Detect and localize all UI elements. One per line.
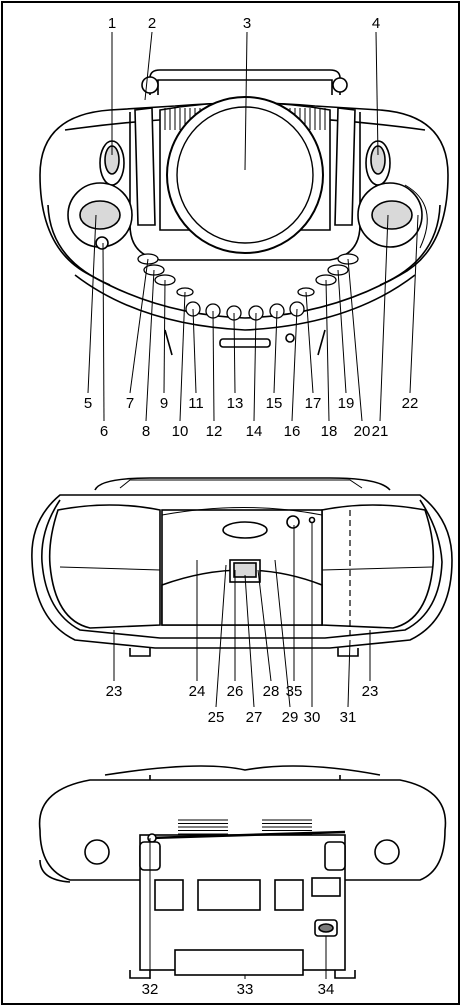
- top-label: 8: [142, 423, 150, 440]
- top-leader-line: [375, 31, 379, 156]
- top-label: 20: [354, 423, 371, 440]
- top-label: 3: [243, 15, 251, 32]
- top-leaders: [87, 31, 419, 422]
- front-label: 23: [362, 683, 379, 700]
- top-label: 2: [148, 15, 156, 32]
- front-leader-line: [274, 559, 291, 708]
- top-label: 22: [402, 395, 419, 412]
- top-leader-line: [291, 308, 298, 422]
- front-leader-line: [215, 564, 227, 708]
- top-leader-line: [163, 279, 166, 394]
- top-label: 15: [266, 395, 283, 412]
- top-label: 16: [284, 423, 301, 440]
- top-label: 17: [305, 395, 322, 412]
- top-label: 9: [160, 395, 168, 412]
- top-leader-line: [409, 214, 419, 394]
- back-view: [38, 765, 447, 979]
- back-label: 32: [142, 981, 159, 998]
- top-label: 10: [172, 423, 189, 440]
- front-view: [31, 477, 453, 657]
- top-label: 13: [227, 395, 244, 412]
- top-label: 18: [321, 423, 338, 440]
- front-label: 35: [286, 683, 303, 700]
- back-labels: 32 33 34: [142, 981, 335, 998]
- top-leader-line: [347, 258, 363, 422]
- front-leader-line: [347, 639, 351, 708]
- top-label: 1: [108, 15, 116, 32]
- back-leaders: [149, 838, 327, 979]
- top-leader-line: [144, 31, 153, 101]
- top-leader-line: [379, 214, 389, 422]
- top-leader-line: [145, 269, 155, 422]
- top-label: 21: [372, 423, 389, 440]
- front-label: 25: [208, 709, 225, 726]
- front-leader-line: [244, 574, 255, 708]
- front-label: 27: [246, 709, 263, 726]
- front-label: 31: [340, 709, 357, 726]
- front-label: 28: [263, 683, 280, 700]
- top-leader-line: [129, 258, 149, 394]
- top-leader-line: [233, 312, 236, 394]
- front-label: 24: [189, 683, 206, 700]
- top-leader-line: [212, 310, 215, 422]
- top-leader-line: [337, 269, 347, 394]
- top-label: 6: [100, 423, 108, 440]
- top-leader-line: [192, 308, 197, 394]
- top-leader-line: [325, 279, 330, 422]
- top-leader-line: [253, 312, 257, 422]
- top-leader-line: [305, 291, 314, 394]
- top-leader-line: [102, 242, 105, 422]
- back-label: 33: [237, 981, 254, 998]
- front-label: 29: [282, 709, 299, 726]
- front-label: 23: [106, 683, 123, 700]
- top-label: 7: [126, 395, 134, 412]
- top-leader-line: [87, 214, 97, 394]
- top-label: 14: [246, 423, 263, 440]
- top-label: 19: [338, 395, 355, 412]
- top-leader-line: [179, 291, 186, 422]
- back-label: 34: [318, 981, 335, 998]
- top-label: 11: [188, 395, 204, 412]
- top-leader-line: [273, 310, 278, 394]
- top-leader-line: [244, 31, 248, 171]
- front-leader-line: [257, 569, 272, 682]
- top-view: [39, 69, 449, 356]
- top-label: 12: [206, 423, 223, 440]
- front-label: 30: [304, 709, 321, 726]
- front-leaders: [113, 522, 371, 708]
- top-label: 5: [84, 395, 92, 412]
- front-label: 26: [227, 683, 244, 700]
- top-label: 4: [372, 15, 380, 32]
